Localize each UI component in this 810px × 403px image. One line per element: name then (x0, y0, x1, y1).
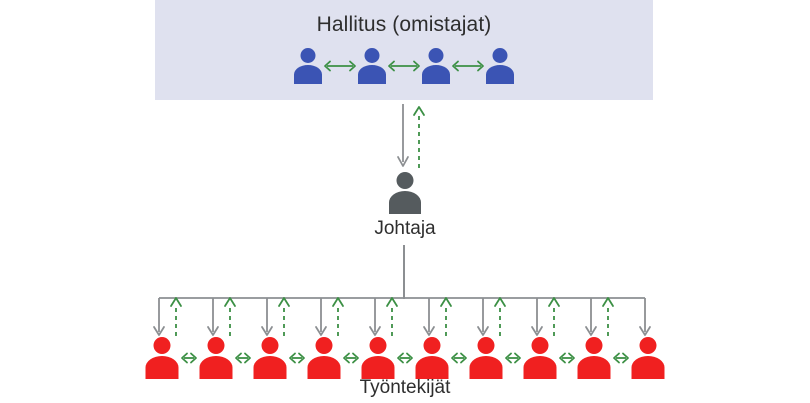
bidirectional-arrow-icon (343, 352, 359, 364)
board-member-icon (421, 48, 451, 84)
board-people-row (155, 48, 653, 84)
board-member-icon-head (428, 48, 444, 63)
worker-icon-head (423, 337, 441, 354)
worker-icon (414, 337, 450, 379)
worker-icon-body (145, 356, 179, 379)
worker-icon-body (577, 356, 611, 379)
worker-icon-head (585, 337, 603, 354)
worker-icon-head (477, 337, 495, 354)
bidirectional-arrow-icon (613, 352, 629, 364)
worker-icon-head (315, 337, 333, 354)
worker-icon-body (199, 356, 233, 379)
board-member-icon-head (364, 48, 380, 63)
manager-trunk-line (403, 245, 405, 299)
worker-icon (252, 337, 288, 379)
workers-label: Työntekijät (359, 377, 451, 398)
worker-icon (468, 337, 504, 379)
worker-icon (144, 337, 180, 379)
worker-icon (576, 337, 612, 379)
bidirectional-arrow-icon (181, 352, 197, 364)
worker-icon (306, 337, 342, 379)
workers-row (0, 337, 810, 379)
worker-icon-body (415, 356, 449, 379)
worker-icon-head (153, 337, 171, 354)
worker-icon-head (261, 337, 279, 354)
bidirectional-arrow-icon (388, 60, 420, 72)
worker-connector-bus (153, 297, 651, 336)
manager-icon (387, 172, 423, 214)
worker-icon (630, 337, 666, 379)
bidirectional-arrow-icon (324, 60, 356, 72)
bidirectional-arrow-icon (505, 352, 521, 364)
manager-icon-body (389, 191, 421, 214)
worker-bus-layer (0, 292, 810, 340)
board-member-icon-body (422, 65, 450, 84)
worker-icon-body (523, 356, 557, 379)
worker-icon-head (369, 337, 387, 354)
board-member-icon (485, 48, 515, 84)
manager-icon-head (396, 172, 414, 189)
bidirectional-arrow-icon (289, 352, 305, 364)
worker-icon-body (469, 356, 503, 379)
worker-icon-body (307, 356, 341, 379)
worker-icon (522, 337, 558, 379)
manager-label: Johtaja (374, 218, 436, 239)
worker-icon-head (639, 337, 657, 354)
board-member-icon (293, 48, 323, 84)
board-member-icon-body (486, 65, 514, 84)
manager-block: Johtaja (0, 172, 810, 240)
board-title: Hallitus (omistajat) (316, 13, 492, 36)
board-member-icon-head (492, 48, 508, 63)
board-band: Hallitus (omistajat) (155, 0, 653, 100)
board-member-icon-head (300, 48, 316, 63)
worker-icon (360, 337, 396, 379)
board-member-icon-body (294, 65, 322, 84)
board-member-icon (357, 48, 387, 84)
worker-icon-body (361, 356, 395, 379)
manager-icon-wrap (0, 172, 810, 214)
bidirectional-arrow-icon (452, 60, 484, 72)
worker-icon-body (631, 356, 665, 379)
bidirectional-arrow-icon (235, 352, 251, 364)
bidirectional-arrow-icon (451, 352, 467, 364)
worker-icon-body (253, 356, 287, 379)
board-manager-arrow-pair (397, 104, 425, 168)
bidirectional-arrow-icon (559, 352, 575, 364)
worker-icon-head (531, 337, 549, 354)
board-manager-link (385, 104, 435, 170)
worker-icon (198, 337, 234, 379)
worker-icon-head (207, 337, 225, 354)
bidirectional-arrow-icon (397, 352, 413, 364)
board-member-icon-body (358, 65, 386, 84)
